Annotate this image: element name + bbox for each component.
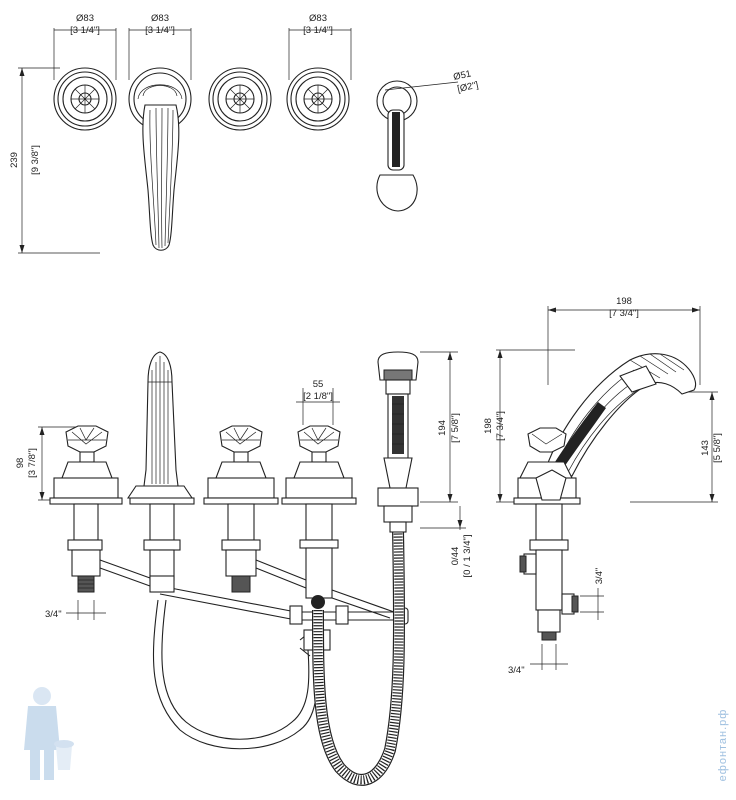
handle-width-mm: 55 xyxy=(313,379,324,390)
front-handle-height-dimension: 98 [3 7/8"] xyxy=(15,426,80,501)
shower-height-in: [7 5/8"] xyxy=(450,413,461,443)
top-spout: Ø83 [3 1/4"] xyxy=(128,13,192,251)
front-valve-middle xyxy=(203,425,279,593)
thread-left-label: 3/4" xyxy=(45,609,62,620)
side-thread-label: 3/4" xyxy=(594,568,605,585)
front-shower-height-dimension: 194 [7 5/8"] xyxy=(420,351,461,503)
side-reach-in: [7 3/4"] xyxy=(609,308,639,319)
shower-height-mm: 194 xyxy=(437,420,448,436)
front-deck-dimension: 0/44 [0 / 1 3/4"] xyxy=(420,506,473,577)
handle-width-in: [2 1/8"] xyxy=(303,391,333,402)
front-handshower xyxy=(377,351,419,533)
handle-height-in: [3 7/8"] xyxy=(27,448,38,478)
side-handshower xyxy=(545,353,697,477)
front-spout xyxy=(126,351,195,581)
valve1-dia-in: [3 1/4"] xyxy=(70,25,100,36)
valve1-dia-mm: Ø83 xyxy=(76,13,94,24)
handle-height-mm: 98 xyxy=(15,458,26,469)
spout-dia-mm: Ø83 xyxy=(151,13,169,24)
spout-dia-in: [3 1/4"] xyxy=(145,25,175,36)
deck-in: [0 / 1 3/4"] xyxy=(462,535,473,578)
valve3-dia-in: [3 1/4"] xyxy=(303,25,333,36)
side-height-in: [7 3/4"] xyxy=(495,411,506,441)
handshower-dia-in: [Ø2"] xyxy=(456,80,479,95)
top-height-dimension: 239 [9 3/8"] xyxy=(9,67,100,254)
deck-mm: 0/44 xyxy=(450,547,461,566)
front-shower-hose xyxy=(312,529,406,786)
top-handshower: Ø51 [Ø2"] xyxy=(376,68,479,212)
handshower-dia-mm: Ø51 xyxy=(452,68,472,82)
side-holder-dimension: 143 [5 5/8"] xyxy=(630,391,723,503)
side-thread-dimension: 3/4" xyxy=(580,568,605,620)
side-bottom-thread-dimension: 3/4" xyxy=(508,644,568,676)
side-bottom-thread-label: 3/4" xyxy=(508,665,525,676)
top-valve-3: Ø83 [3 1/4"] xyxy=(286,13,352,131)
top-valve-2 xyxy=(208,67,272,131)
front-valve-right: 55 [2 1/8"] xyxy=(281,379,357,599)
side-reach-dimension: 198 [7 3/4"] xyxy=(547,296,701,385)
watermark-site: ефонтан.рф xyxy=(717,709,729,782)
front-valve-left xyxy=(49,425,123,593)
side-height-dimension: 198 [7 3/4"] xyxy=(483,349,575,503)
plumber-mascot-icon xyxy=(24,687,74,780)
top-height-in: [9 3/8"] xyxy=(30,145,41,175)
front-thread-dimension: 3/4" xyxy=(45,600,106,620)
valve3-dia-mm: Ø83 xyxy=(309,13,327,24)
top-height-mm: 239 xyxy=(9,152,20,168)
side-body xyxy=(513,427,581,641)
side-height-mm: 198 xyxy=(483,418,494,434)
side-reach-mm: 198 xyxy=(616,296,632,307)
side-holder-mm: 143 xyxy=(700,440,711,456)
side-holder-in: [5 5/8"] xyxy=(712,433,723,463)
top-valve-1: Ø83 [3 1/4"] xyxy=(53,13,117,131)
